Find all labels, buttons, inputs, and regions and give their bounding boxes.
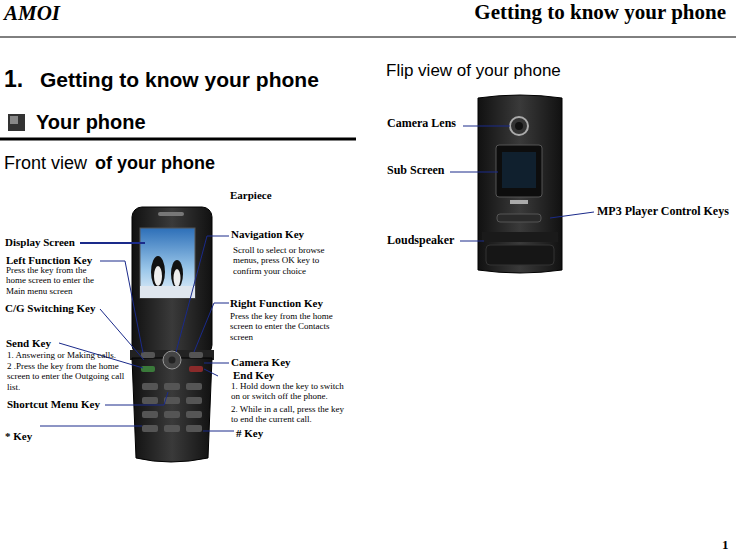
figure-heading: of your phone — [95, 153, 215, 174]
part-name: MP3 Player Control Keys — [597, 205, 729, 219]
part-name: End Key — [233, 369, 274, 382]
figure-heading: Flip view of your phone — [386, 61, 561, 81]
part-name: Earpiece — [230, 189, 272, 202]
flip-phone — [478, 95, 562, 273]
page-number: 1 — [722, 538, 729, 553]
section-heading: Getting to know your phone — [40, 68, 319, 92]
part-description: 2 .Press the key from the home screen to… — [7, 361, 127, 392]
leader-lines — [40, 126, 594, 431]
part-description: Scroll to select or browse menus, press … — [233, 245, 341, 276]
part-name: Right Function Key — [230, 297, 323, 310]
part-name: # Key — [236, 427, 263, 440]
part-name: Shortcut Menu Key — [7, 398, 100, 411]
part-name: Display Screen — [5, 236, 75, 249]
header-rule — [0, 37, 736, 38]
part-name: Sub Screen — [387, 164, 444, 178]
part-name: Send Key — [6, 337, 51, 350]
part-name: Loudspeaker — [387, 234, 454, 248]
part-name: Navigation Key — [231, 228, 304, 241]
part-description: Press the key from the home screen to en… — [6, 265, 102, 296]
part-name: Left Function Key — [6, 254, 92, 267]
part-name: C/G Switching Key — [5, 302, 95, 315]
part-name: Camera Lens — [387, 117, 456, 131]
part-description: Press the key from the home screen to en… — [230, 311, 346, 342]
part-description: 2. While in a call, press the key to end… — [231, 404, 353, 425]
logo: AMOI — [4, 1, 60, 25]
part-description: 1. Hold down the key to switch on or swi… — [231, 381, 353, 402]
part-description: 1. Answering or Making calls. — [7, 350, 116, 360]
section-icon — [8, 114, 25, 131]
part-name: Camera Key — [231, 356, 291, 369]
page-header: Getting to know your phone — [474, 0, 726, 24]
subsection-heading: Your phone — [36, 111, 146, 134]
section-rule — [0, 138, 356, 141]
section-icon — [10, 116, 18, 124]
part-name: * Key — [5, 430, 32, 443]
figure-heading: Front view — [4, 153, 87, 174]
section-number: 1. — [4, 66, 23, 92]
